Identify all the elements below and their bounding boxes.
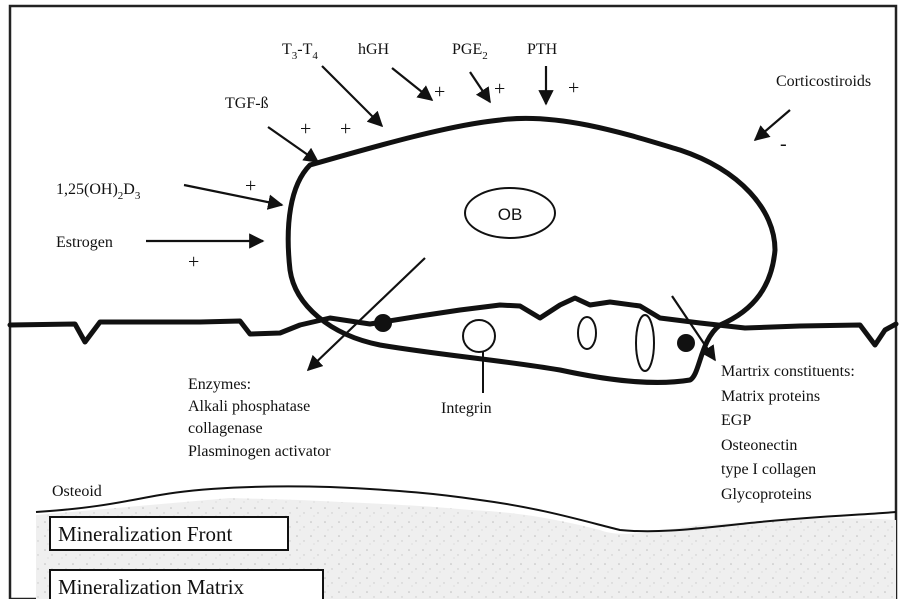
arrow-t3t4 xyxy=(322,66,382,126)
integrin-circle xyxy=(463,320,495,352)
enzymes-line-2: Alkali phosphatase xyxy=(188,398,310,415)
membrane-receptor-dot-left xyxy=(374,314,392,332)
matrix-line-6: Glycoproteins xyxy=(721,486,812,503)
matrix-line-4: Osteonectin xyxy=(721,437,797,454)
sign-plus-vitamin-d: + xyxy=(245,175,256,197)
matrix-line-3: EGP xyxy=(721,412,751,429)
label-osteoid: Osteoid xyxy=(52,483,102,500)
sign-plus-hgh: + xyxy=(434,81,445,103)
osteoblast-cell xyxy=(288,118,775,382)
sign-minus-corticosteroids: - xyxy=(780,133,787,155)
arrow-pge2 xyxy=(470,72,490,102)
label-tgf: TGF-ß xyxy=(225,95,269,112)
membrane-receptor-dot-right xyxy=(677,334,695,352)
matrix-line-2: Matrix proteins xyxy=(721,388,820,405)
sign-plus-pth: + xyxy=(568,77,579,99)
label-mineralization-matrix: Mineralization Matrix xyxy=(58,575,245,599)
membrane-channel-large xyxy=(636,315,654,371)
label-estrogen: Estrogen xyxy=(56,234,113,251)
enzymes-line-1: Enzymes: xyxy=(188,376,251,393)
arrow-vitd xyxy=(184,185,282,205)
label-pge2: PGE2 xyxy=(452,41,488,62)
sign-plus-estrogen: + xyxy=(188,251,199,273)
label-t3t4: T3-T4 xyxy=(282,41,318,62)
matrix-line-1: Martrix constituents: xyxy=(721,363,855,380)
enzymes-line-3: collagenase xyxy=(188,420,263,437)
bone-surface-line xyxy=(10,298,896,345)
arrow-enzymes xyxy=(308,258,425,370)
sign-plus-tgf-1: + xyxy=(300,118,311,140)
arrow-hgh xyxy=(392,68,432,100)
membrane-channel-small xyxy=(578,317,596,349)
label-hgh: hGH xyxy=(358,41,390,58)
matrix-line-5: type I collagen xyxy=(721,461,816,478)
label-mineralization-front: Mineralization Front xyxy=(58,522,233,546)
label-integrin: Integrin xyxy=(441,400,492,417)
sign-plus-pge2: + xyxy=(494,78,505,100)
arrow-matrix xyxy=(672,296,715,360)
label-nucleus: OB xyxy=(498,205,523,224)
label-vitamin-d: 1,25(OH)2D3 xyxy=(56,181,141,202)
label-pth: PTH xyxy=(527,41,558,58)
enzymes-line-4: Plasminogen activator xyxy=(188,443,331,460)
label-corticosteroids: Corticostiroids xyxy=(776,73,871,90)
sign-plus-tgf-2: + xyxy=(340,118,351,140)
